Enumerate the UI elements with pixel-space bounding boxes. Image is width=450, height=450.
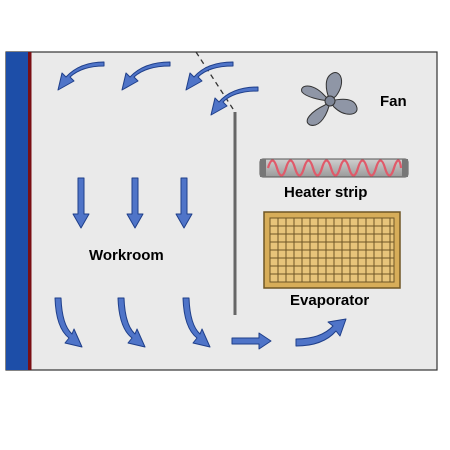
heater-strip-icon [259,158,409,178]
airflow-arrow-icon [126,177,144,229]
airflow-arrow-icon [121,61,171,91]
airflow-arrow-icon [185,61,234,91]
airflow-arrow-icon [182,297,211,348]
heater-strip-label: Heater strip [284,184,367,201]
evaporator-label: Evaporator [290,292,369,309]
airflow-arrow-icon [295,318,347,347]
airflow-arrow-icon [54,297,83,348]
fan-icon [301,72,358,126]
airflow-arrow-icon [57,61,105,91]
evaporator-icon [263,211,401,289]
fan-label: Fan [380,93,407,110]
airflow-arrow-icon [210,86,259,116]
airflow-arrow-icon [117,297,146,348]
workroom-label: Workroom [89,247,164,264]
airflow-arrow-icon [175,177,193,229]
airflow-arrow-icon [72,177,90,229]
airflow-arrow-icon [231,332,272,350]
insulated-wall-red [28,52,32,370]
insulated-wall-blue [6,52,28,370]
partition-dashed-line [195,51,236,113]
